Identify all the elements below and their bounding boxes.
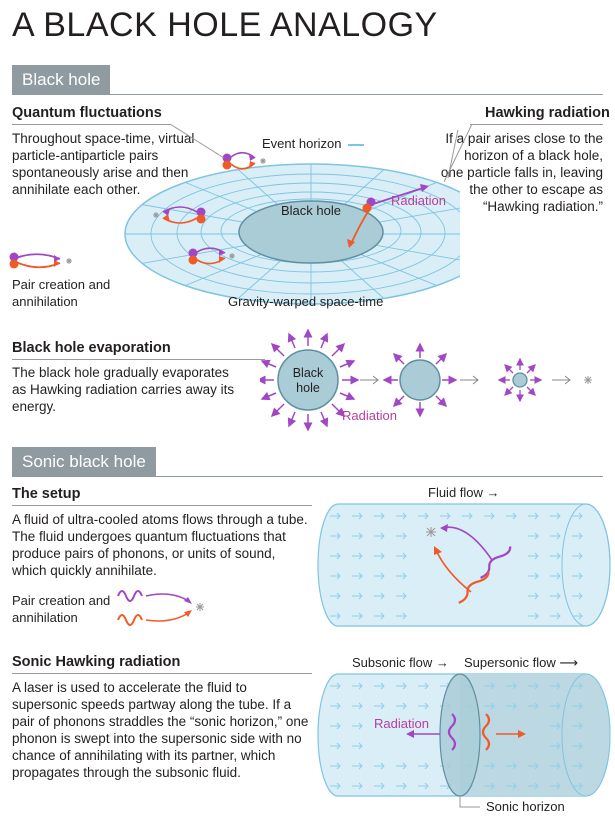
pair-creation-label: Pair creation and annihilation	[12, 277, 111, 309]
section-banner-sonic: Sonic black hole	[12, 447, 156, 477]
evaporation-diagram: Black hole Radiation	[260, 328, 592, 432]
subsonic-flow-label: Subsonic flow →	[352, 655, 449, 670]
radiation-label: Radiation	[391, 193, 446, 208]
section-divider	[12, 476, 603, 477]
hawking-radiation-text: If a pair arises close to the horizon of…	[440, 131, 603, 214]
sonic-hawking-heading: Sonic Hawking radiation	[12, 654, 181, 670]
evaporation-heading: Black hole evaporation	[12, 340, 171, 356]
heading-underline	[12, 359, 265, 360]
sonic-hawking-text: A laser is used to accelerate the fluid …	[12, 680, 309, 780]
event-horizon-key	[348, 144, 364, 146]
sonic-radiation-label: Radiation	[374, 716, 429, 731]
section-divider	[12, 94, 603, 95]
evaporation-radiation-label: Radiation	[342, 408, 397, 423]
phonon-pair-label: Pair creation and annihilation	[12, 593, 111, 625]
spacetime-label: Gravity-warped space-time	[228, 294, 384, 309]
black-hole-diagram: Black hole Radiation	[124, 130, 460, 305]
page-title: A BLACK HOLE ANALOGY	[12, 6, 438, 44]
heading-underline	[12, 124, 170, 125]
phonon-pair-legend-icon	[117, 590, 204, 626]
pair-creation-legend-icon	[9, 252, 72, 269]
hole-label-line1: Black	[293, 366, 324, 380]
hole-label-line2: hole	[296, 381, 320, 395]
black-hole-label: Black hole	[281, 203, 341, 218]
event-horizon-label: Event horizon	[262, 136, 342, 151]
fluid-tube-diagram	[317, 503, 611, 627]
heading-underline	[12, 673, 312, 674]
setup-text: A fluid of ultra-cooled atoms flows thro…	[12, 512, 308, 578]
sonic-horizon-label: Sonic horizon	[486, 799, 565, 814]
sonic-horizon-tube-diagram: Radiation	[317, 673, 611, 808]
heading-underline	[12, 505, 312, 506]
hawking-radiation-heading: Hawking radiation	[485, 105, 610, 121]
leader-line	[443, 123, 473, 183]
leader-line	[169, 123, 225, 159]
fluid-flow-label: Fluid flow →	[428, 485, 500, 500]
evaporation-text: The black hole gradually evaporates as H…	[12, 365, 235, 414]
supersonic-flow-label: Supersonic flow ⟶	[464, 655, 579, 670]
quantum-fluctuations-text: Throughout space-time, virtual particle-…	[12, 131, 195, 197]
quantum-fluctuations-heading: Quantum fluctuations	[12, 105, 162, 121]
heading-underline	[470, 124, 603, 125]
section-banner-black-hole: Black hole	[12, 65, 111, 95]
setup-heading: The setup	[12, 486, 81, 502]
